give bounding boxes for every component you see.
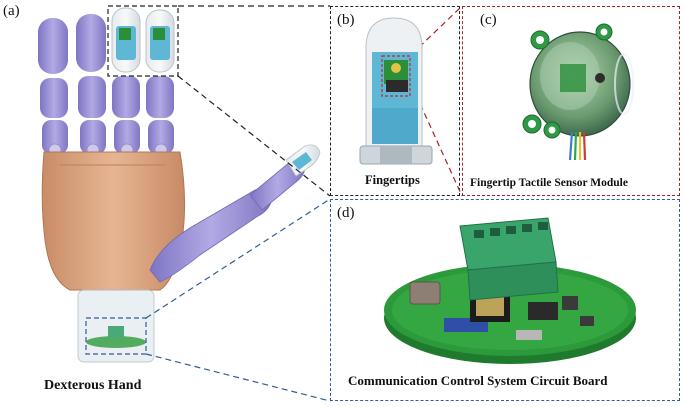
sensor-module-caption: Fingertip Tactile Sensor Module	[470, 177, 628, 189]
connector-wrist-to-d	[145, 198, 331, 402]
connector-fingertip-to-b	[177, 5, 331, 197]
fingertip-illustration	[359, 17, 433, 165]
finger-little	[38, 18, 68, 154]
circuit-board-panel-frame	[330, 199, 680, 401]
circuit-board-caption: Communication Control System Circuit Boa…	[348, 373, 608, 388]
dexterous-hand-illustration	[38, 5, 321, 363]
palm	[41, 151, 186, 291]
thumb	[149, 144, 321, 283]
fingertip-highlight-box	[107, 5, 179, 77]
panel-d-label: (d)	[337, 205, 355, 221]
panel-a-label: (a)	[3, 3, 20, 19]
finger-index	[145, 9, 175, 154]
sensor-module-panel-frame	[462, 6, 680, 196]
finger-middle	[111, 7, 141, 154]
fingertips-caption: Fingertips	[365, 173, 420, 187]
panel-c-label: (c)	[480, 12, 497, 28]
finger-ring	[76, 14, 106, 154]
fingertips-panel-frame	[330, 6, 460, 196]
tactile-sensor-illustration	[522, 23, 634, 161]
terminal-block-connector	[459, 217, 559, 301]
dexterous-hand-caption: Dexterous Hand	[44, 378, 142, 393]
panel-b-label: (b)	[337, 12, 355, 28]
circuit-board-illustration	[384, 217, 636, 364]
